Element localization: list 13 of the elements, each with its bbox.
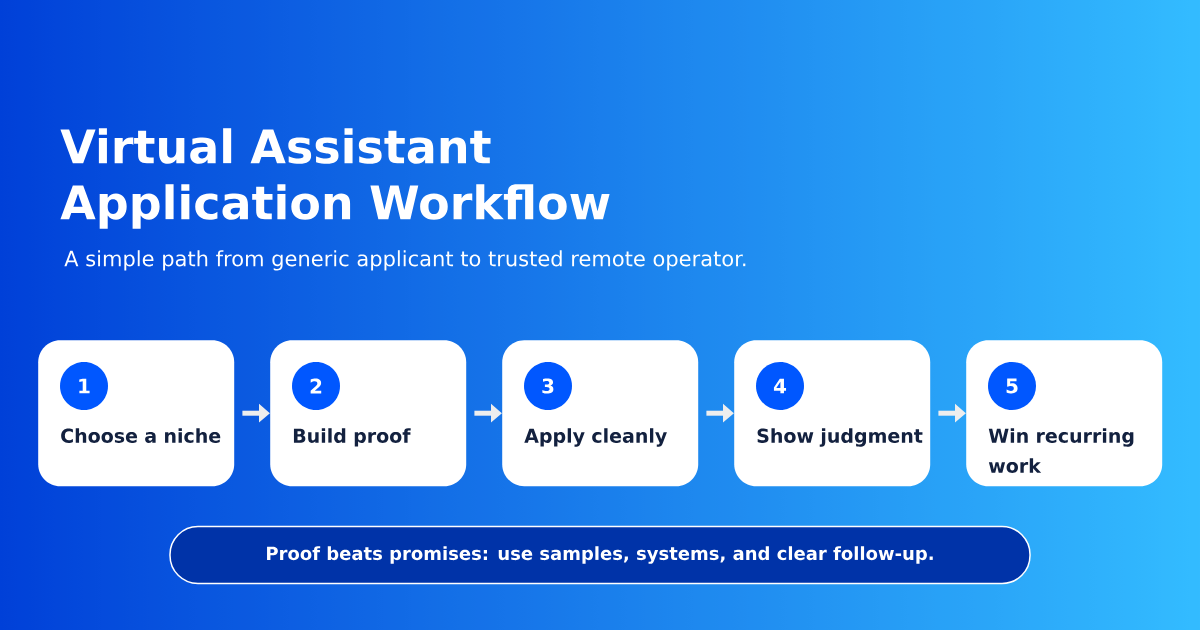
step-card: 2 Build proof [270,340,467,487]
step-card: 4 Show judgment [734,340,931,487]
step-card: 3 Apply cleanly [502,340,699,487]
number-badge: 3 [524,362,572,410]
step-card: 1 Choose a niche [38,340,235,487]
number-badge: 5 [988,362,1036,410]
number-badge: 2 [292,362,340,410]
number-badge: 4 [756,362,804,410]
subtitle: A simple path from generic applicant to trusted remote operator. [64,250,746,271]
number-badge: 1 [60,362,108,410]
title: Virtual Assistant Application Workflow [60,128,610,229]
callout-banner: Proof beats promises: use samples, systems, and clear follow-up. [169,525,1031,585]
step-card: 5 Win recurring work [966,340,1163,487]
